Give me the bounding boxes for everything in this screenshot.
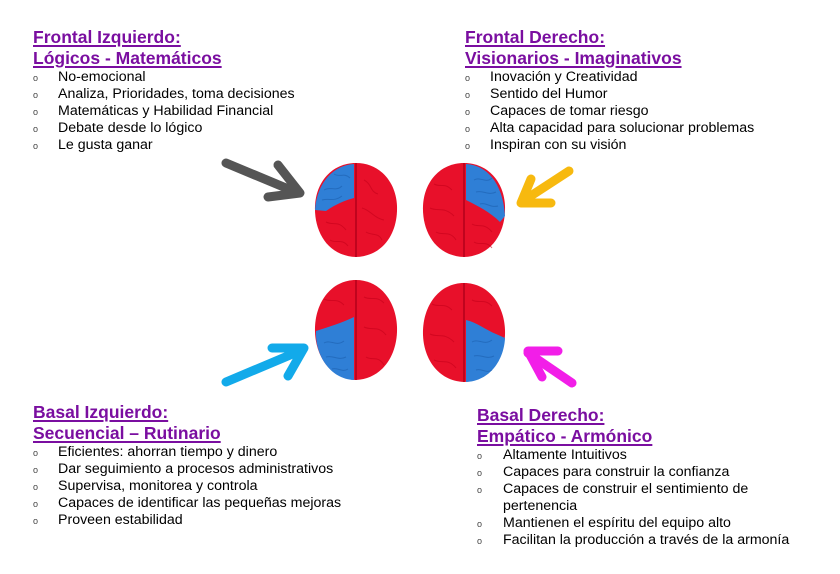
bullet-icon: o [33, 516, 39, 526]
quadrant-frontal-izquierdo: Frontal Izquierdo: Lógicos - Matemáticos… [33, 27, 295, 154]
quadrant-title: Basal Izquierdo: [33, 402, 169, 422]
quadrant-subtitle: Empático - Armónico [477, 426, 653, 446]
bullet-icon: o [33, 499, 39, 509]
quadrant-title: Frontal Izquierdo: [33, 27, 181, 47]
arrow-yellow-icon [516, 166, 574, 208]
quadrant-frontal-derecho: Frontal Derecho: Visionarios - Imaginati… [465, 27, 754, 154]
bullet-icon: o [33, 448, 39, 458]
bullet-icon: o [465, 124, 471, 134]
bullet-icon: o [477, 519, 483, 529]
quadrant-subtitle: Lógicos - Matemáticos [33, 48, 222, 68]
bullet-icon: o [33, 465, 39, 475]
quadrant-subtitle: Secuencial – Rutinario [33, 423, 221, 443]
quadrant-title: Frontal Derecho: [465, 27, 606, 47]
brain-frontal-derecho-icon [422, 163, 506, 257]
bullet-icon: o [33, 73, 39, 83]
bullet-icon: o [465, 90, 471, 100]
quadrant-basal-izquierdo: Basal Izquierdo: Secuencial – Rutinario … [33, 402, 341, 529]
bullet-icon: o [477, 451, 483, 461]
bullet-icon: o [33, 107, 39, 117]
arrow-magenta-icon [523, 346, 577, 388]
brain-frontal-izquierdo-icon [314, 163, 398, 257]
bullet-icon: o [477, 536, 483, 546]
arrow-gray-icon [221, 158, 305, 202]
bullet-icon: o [33, 141, 39, 151]
bullet-icon: o [33, 482, 39, 492]
bullet-icon: o [465, 141, 471, 151]
arrow-cyan-icon [221, 343, 309, 387]
bullet-icon: o [33, 124, 39, 134]
quadrant-title: Basal Derecho: [477, 405, 605, 425]
bullet-icon: o [465, 73, 471, 83]
bullet-icon: o [477, 485, 483, 495]
quadrant-subtitle: Visionarios - Imaginativos [465, 48, 682, 68]
bullet-icon: o [33, 90, 39, 100]
brain-basal-izquierdo-icon [314, 280, 398, 380]
bullet-icon: o [477, 468, 483, 478]
bullet-icon: o [465, 107, 471, 117]
brain-basal-derecho-icon [422, 283, 506, 382]
